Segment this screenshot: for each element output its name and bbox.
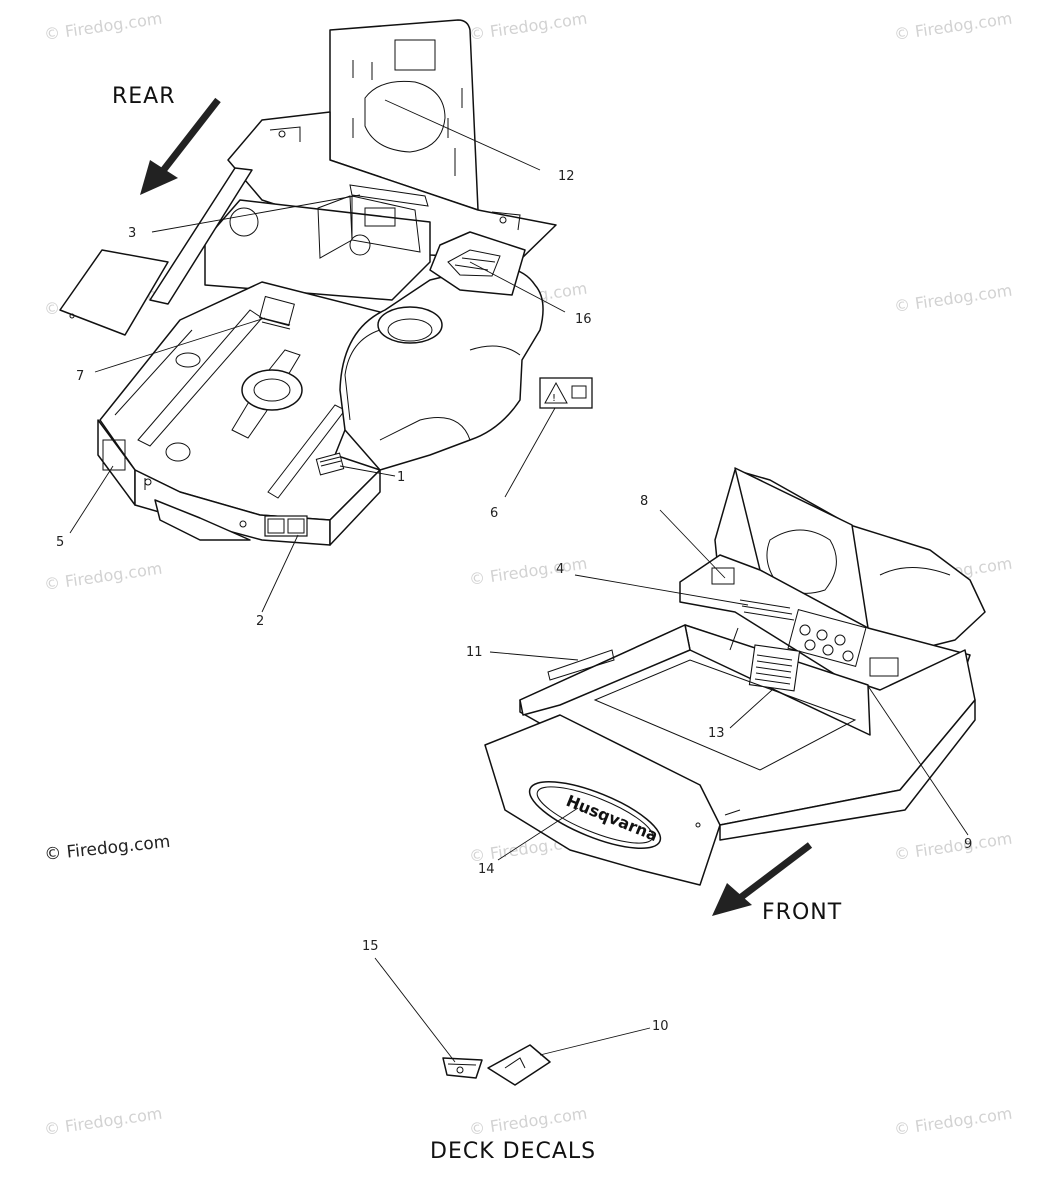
- rear-arrow-icon: [140, 97, 221, 195]
- watermark: © Firedog.com: [43, 559, 163, 594]
- front-arrow-icon: [712, 842, 813, 916]
- front-assembly-drawing: Husqvarna: [484, 467, 986, 886]
- watermark: © Firedog.com: [43, 1104, 163, 1139]
- front-callouts: 8 4 11 13 9 14: [466, 494, 972, 877]
- watermark: © Firedog.com: [893, 281, 1013, 316]
- callout-5: 5: [56, 535, 64, 550]
- callout-14: 14: [478, 862, 495, 877]
- callout-12: 12: [558, 169, 575, 184]
- watermark: © Firedog.com: [893, 9, 1013, 44]
- callout-1: 1: [397, 470, 405, 485]
- callout-2: 2: [256, 614, 264, 629]
- rear-label: REAR: [112, 84, 176, 109]
- loose-decals: 15 10: [362, 939, 669, 1086]
- callout-11: 11: [466, 645, 483, 660]
- watermark: © Firedog.com: [468, 554, 588, 589]
- watermark: © Firedog.com: [468, 9, 588, 44]
- callout-15: 15: [362, 939, 379, 954]
- front-label: FRONT: [762, 900, 842, 925]
- svg-text:!: !: [552, 393, 556, 404]
- callout-6: 6: [490, 506, 498, 521]
- callout-13: 13: [708, 726, 725, 741]
- warning-decal-6: ! 6: [490, 377, 593, 521]
- callout-4: 4: [556, 562, 564, 577]
- callout-3: 3: [128, 226, 136, 241]
- watermark: © Firedog.com: [468, 1104, 588, 1139]
- copyright-text: © Firedog.com: [43, 832, 171, 865]
- callout-16: 16: [575, 312, 592, 327]
- callout-8: 8: [640, 494, 648, 509]
- callout-7: 7: [76, 369, 84, 384]
- diagram-title: DECK DECALS: [430, 1139, 596, 1164]
- watermark: © Firedog.com: [893, 1104, 1013, 1139]
- watermark: © Firedog.com: [43, 9, 163, 44]
- rear-assembly-drawing: [59, 19, 557, 546]
- callout-9: 9: [964, 837, 972, 852]
- callout-10: 10: [652, 1019, 669, 1034]
- rear-callouts: 12 3 16 7 1 5 2: [56, 99, 592, 629]
- watermark: © Firedog.com: [893, 829, 1013, 864]
